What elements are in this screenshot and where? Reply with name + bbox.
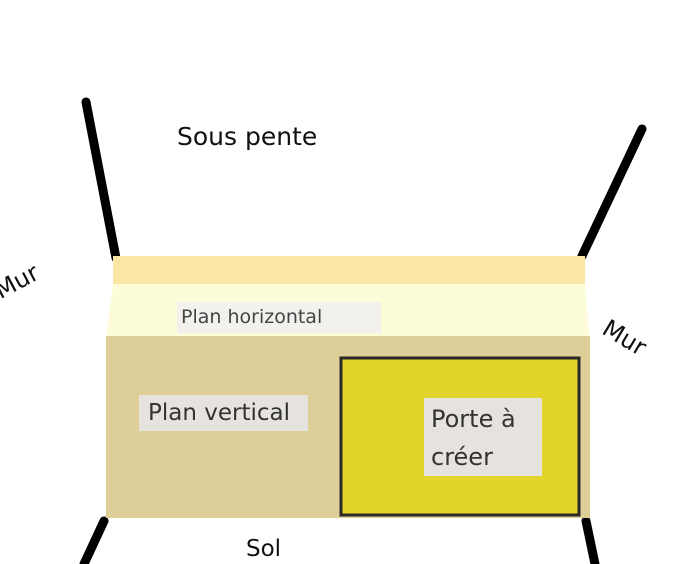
left-wall-line-upper — [81, 97, 121, 263]
plan-horizontal-label: Plan horizontal — [177, 302, 381, 333]
porte-label: Porte à créer — [424, 398, 542, 476]
left-wall-line-lower — [79, 516, 109, 564]
top-strip — [113, 256, 585, 286]
right-wall-line-lower — [581, 516, 600, 564]
sous-pente-label: Sous pente — [177, 122, 318, 151]
sol-label: Sol — [246, 536, 282, 562]
plan-vertical-label: Plan vertical — [139, 395, 308, 431]
right-wall-line-upper — [577, 124, 647, 261]
